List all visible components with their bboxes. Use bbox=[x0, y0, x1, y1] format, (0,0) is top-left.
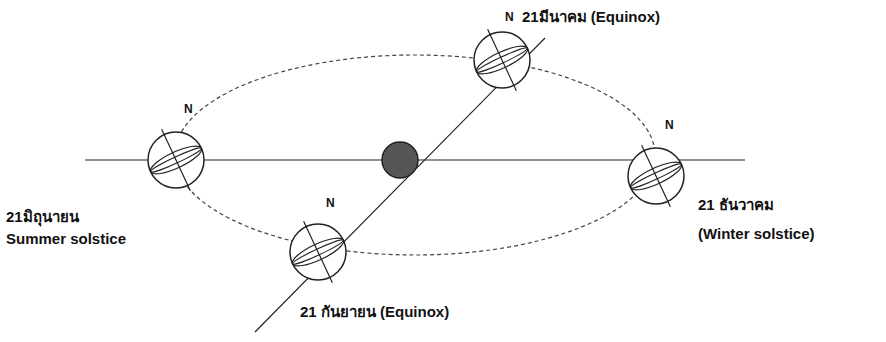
north-mark: N bbox=[665, 118, 674, 132]
season-label: Summer solstice bbox=[6, 230, 126, 248]
date-label: 21มีนาคม (Equinox) bbox=[522, 8, 660, 26]
north-mark: N bbox=[184, 102, 193, 116]
earth-december bbox=[616, 133, 695, 218]
orbit-path bbox=[175, 55, 655, 255]
season-label: (Winter solstice) bbox=[698, 225, 815, 243]
earth-march bbox=[462, 17, 541, 102]
sun bbox=[382, 142, 418, 178]
earth-june bbox=[136, 117, 215, 202]
earth-september bbox=[278, 209, 357, 294]
date-label: 21 กันยายน (Equinox) bbox=[300, 303, 449, 321]
north-mark: N bbox=[505, 10, 514, 24]
north-mark: N bbox=[326, 196, 335, 210]
date-label: 21 ธันวาคม bbox=[698, 196, 774, 214]
date-label: 21มิถุนายน bbox=[6, 208, 79, 226]
